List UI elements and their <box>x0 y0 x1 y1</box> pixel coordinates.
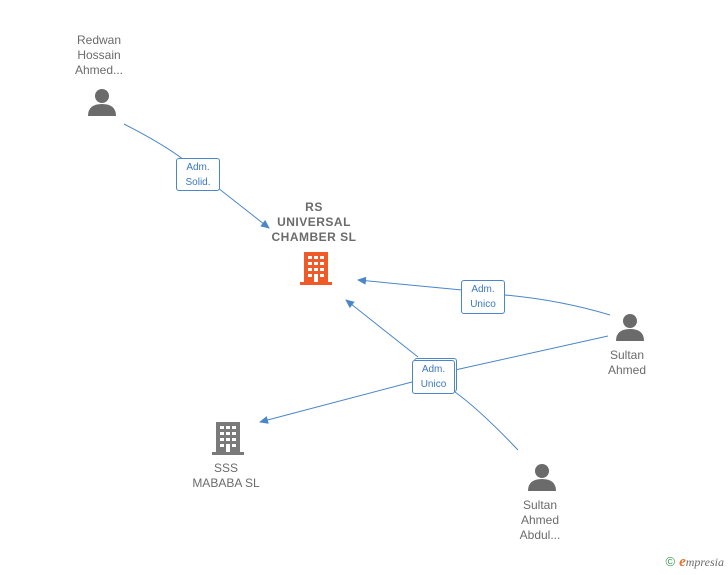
edge-sultan-rs <box>504 294 611 316</box>
person-icon[interactable] <box>528 464 556 491</box>
edge-sultan-sss-a <box>454 335 609 371</box>
person-icon[interactable] <box>616 314 644 341</box>
person-icon[interactable] <box>88 89 116 116</box>
brand-name: mpresia <box>685 555 724 569</box>
edge-abdul-rs-a <box>454 391 519 451</box>
node-label-rs-universal[interactable]: RS UNIVERSAL CHAMBER SL <box>271 200 357 244</box>
edge-abdul-rs-arrow <box>345 299 419 358</box>
edge-redwan-rs-arrow <box>217 187 270 229</box>
edge-sultan-rs-arrow <box>357 276 463 291</box>
node-label-sultan-ahmed[interactable]: Sultan Ahmed <box>607 348 647 377</box>
empresia-logo: ©empresia <box>666 554 725 571</box>
edge-badge-adm-unico-shared[interactable]: Adm. Unico <box>412 360 455 394</box>
edge-badge-adm-unico[interactable]: Adm. Unico <box>461 280 505 314</box>
brand-initial: e <box>679 554 686 570</box>
node-label-sss-mababa[interactable]: SSS MABABA SL <box>192 461 260 490</box>
building-icon[interactable] <box>300 252 332 285</box>
copyright-symbol: © <box>665 554 676 569</box>
node-label-sultan-abdul[interactable]: Sultan Ahmed Abdul... <box>519 498 561 542</box>
edge-sultan-sss-arrow <box>259 381 413 424</box>
edge-badge-adm-solid[interactable]: Adm. Solid. <box>176 158 220 191</box>
building-icon[interactable] <box>212 422 244 455</box>
node-label-redwan[interactable]: Redwan Hossain Ahmed... <box>74 33 124 77</box>
